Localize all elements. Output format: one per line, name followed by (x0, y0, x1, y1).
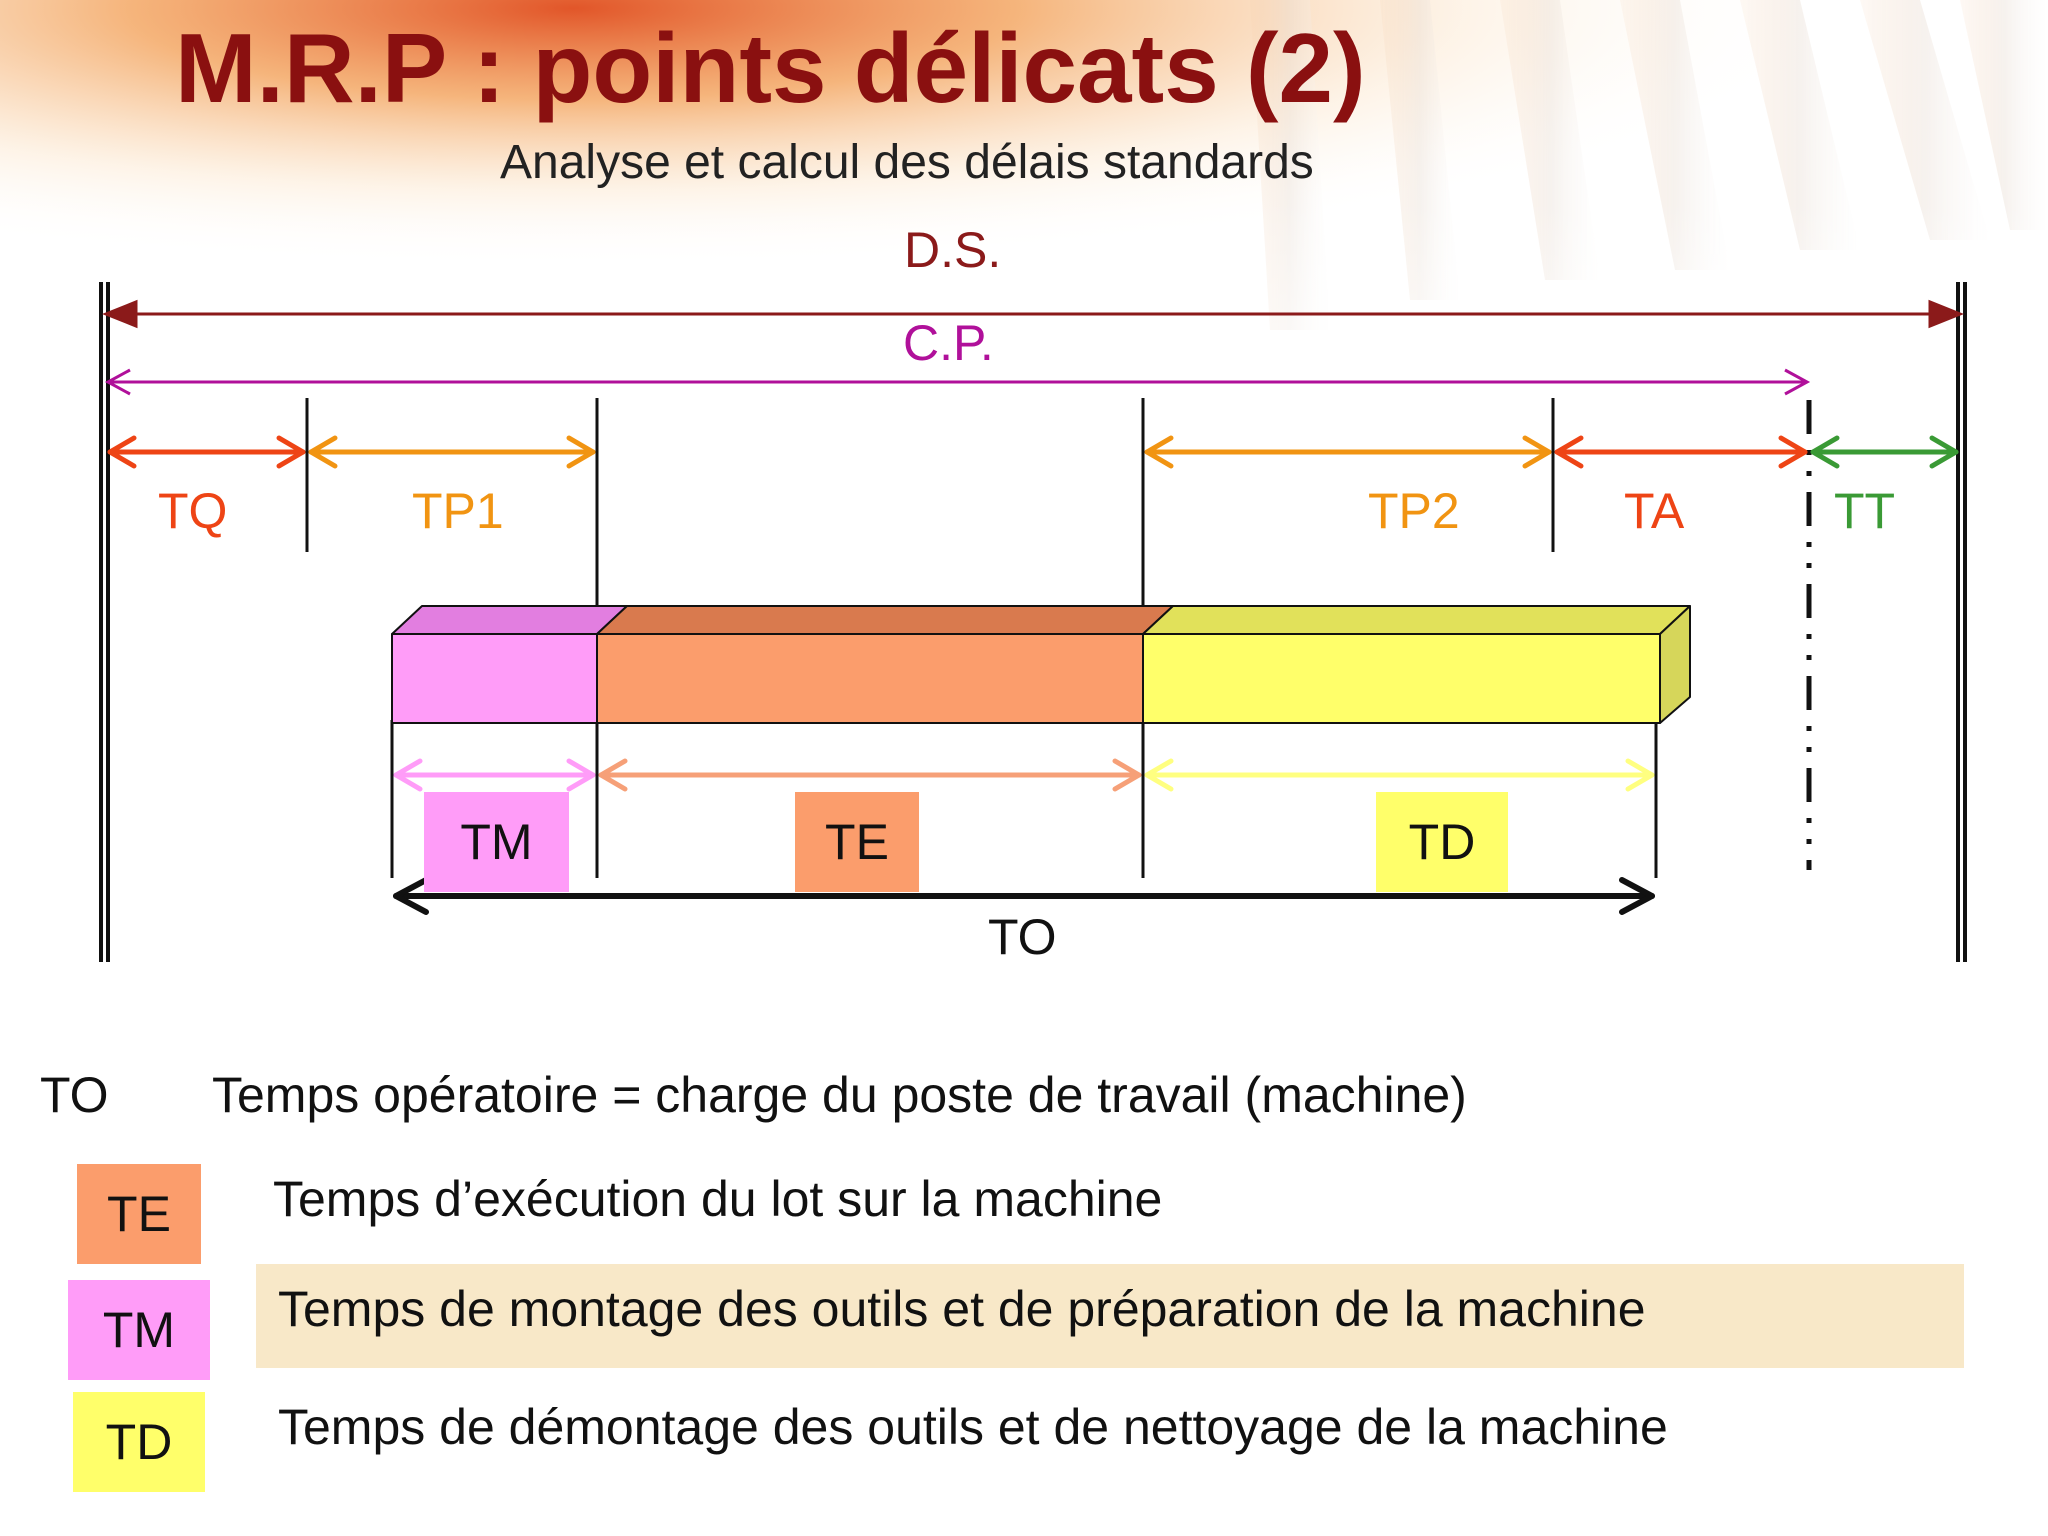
to-label: TO (988, 909, 1057, 965)
td-span-arrow (1144, 758, 1655, 792)
td-diagram-box: TD (1376, 792, 1508, 892)
tq-label: TQ (158, 483, 228, 539)
tm-diagram-box: TM (424, 792, 569, 892)
tp1-label: TP1 (412, 483, 504, 539)
tp1-arrow (308, 435, 596, 469)
tm-bar-top (391, 605, 628, 635)
to-arrow (393, 877, 1655, 915)
te-bar (596, 633, 1144, 724)
legend-te-text: Temps d’exécution du lot sur la machine (273, 1171, 1163, 1227)
te-bar-top (596, 605, 1174, 635)
td-bar (1142, 633, 1661, 724)
legend-tm-swatch: TM (68, 1280, 210, 1380)
ta-label: TA (1624, 483, 1685, 539)
td-bar-top (1142, 605, 1691, 635)
tp2-arrow (1144, 435, 1552, 469)
slide-subtitle: Analyse et calcul des délais standards (500, 136, 1314, 189)
tm-span-arrow (393, 758, 596, 792)
cp-arrow (104, 368, 1811, 396)
operation-bar-3d (391, 605, 1691, 724)
legend-to-text: Temps opératoire = charge du poste de tr… (212, 1067, 1467, 1123)
tq-arrow (107, 435, 306, 469)
cp-label: C.P. (903, 315, 994, 371)
tp2-label: TP2 (1368, 483, 1460, 539)
tt-label: TT (1834, 483, 1896, 539)
slide-title: M.R.P : points délicats (2) (175, 13, 1366, 123)
ds-arrow (101, 299, 1965, 329)
ds-label: D.S. (904, 222, 1002, 278)
tm-bar (391, 633, 598, 724)
legend-te-swatch: TE (77, 1164, 201, 1264)
ta-arrow (1554, 435, 1808, 469)
outer-boundaries (99, 282, 1967, 962)
tt-arrow (1810, 435, 1959, 469)
legend-highlight (256, 1264, 1964, 1368)
legend-td-swatch: TD (73, 1392, 205, 1492)
legend-td-text: Temps de démontage des outils et de nett… (278, 1399, 1668, 1455)
legend-tm-text: Temps de montage des outils et de prépar… (278, 1281, 1646, 1337)
te-diagram-box: TE (795, 792, 919, 892)
te-span-arrow (598, 758, 1142, 792)
legend-to-code: TO (40, 1067, 109, 1123)
